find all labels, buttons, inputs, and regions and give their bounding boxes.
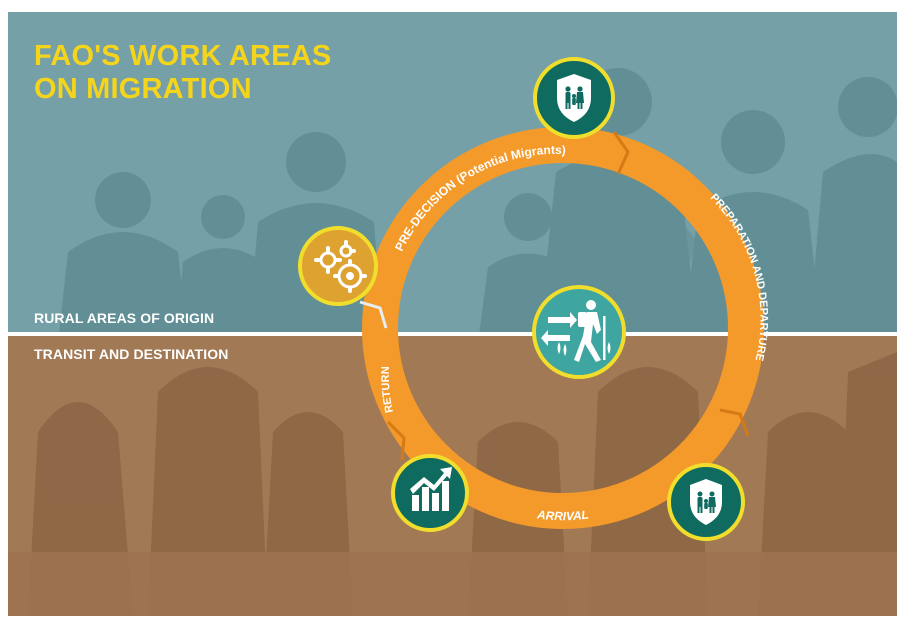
- cycle-break-bottom: [386, 420, 406, 461]
- page-title: FAO'S WORK AREAS ON MIGRATION: [34, 40, 331, 106]
- cycle-ring: [362, 127, 764, 529]
- crowd-silhouette-ground: [8, 352, 897, 616]
- title-line-1: FAO'S WORK AREAS: [34, 40, 332, 72]
- shield-family-icon: [533, 57, 615, 139]
- zone-divider: [8, 332, 897, 336]
- zone-label-origin: RURAL AREAS OF ORIGIN: [34, 310, 215, 326]
- stage-label-arrival: ARRIVAL: [535, 507, 589, 523]
- title-line-2: ON MIGRATION: [34, 73, 252, 105]
- infographic-canvas: PRE-DECISION (Potential Migrants) PREPAR…: [8, 12, 897, 616]
- diagram-art: PRE-DECISION (Potential Migrants) PREPAR…: [8, 57, 897, 616]
- cycle-break-left: [359, 300, 388, 329]
- cycle-break-top: [612, 131, 630, 175]
- growth-chart-icon: [391, 454, 469, 532]
- zone-label-transit: TRANSIT AND DESTINATION: [34, 346, 229, 362]
- migrant-hiker-icon: [532, 285, 626, 379]
- cycle-break-right: [719, 408, 750, 437]
- gears-icon: [298, 226, 378, 306]
- shield-family-icon: [667, 463, 745, 541]
- crowd-silhouette-sky: [59, 68, 897, 332]
